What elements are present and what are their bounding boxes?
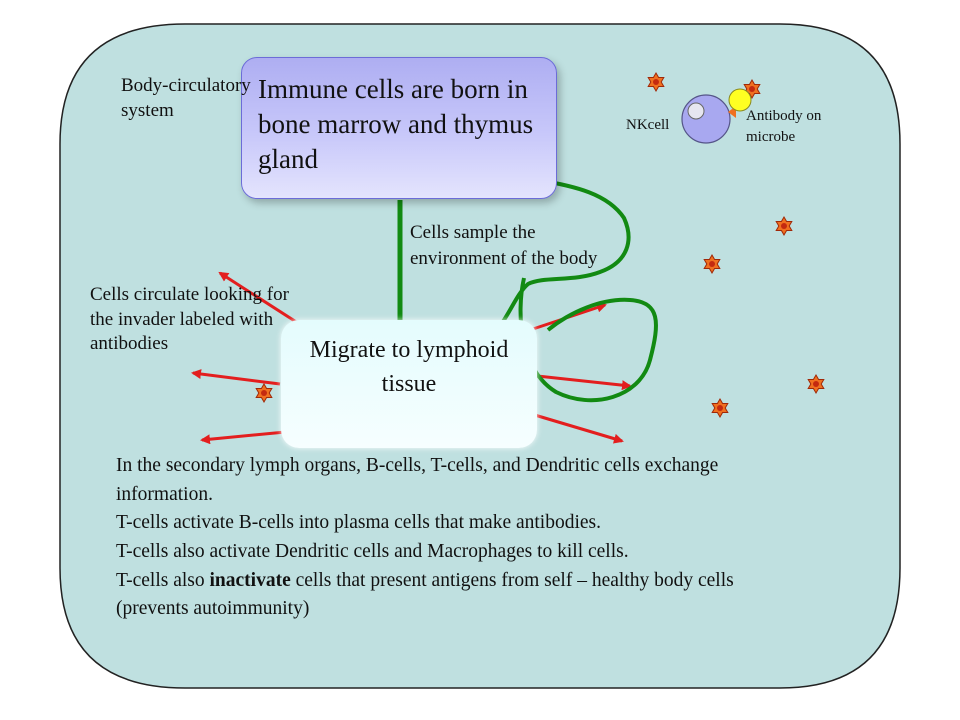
red-arrow [527,373,632,391]
nk-cell-icon [681,94,731,144]
body-system-label: Body-circulatory system [121,75,251,121]
secondary-line-4: T-cells also inactivate cells that prese… [116,567,806,624]
microbes [255,72,825,418]
inactivate-word: inactivate [209,569,291,591]
microbe-icon [703,254,721,274]
microbe-icon [647,72,665,92]
nkcell-label: NKcell [626,117,670,133]
bone-marrow-box: Immune cells are born in bone marrow and… [241,57,557,199]
secondary-lymph-text: In the secondary lymph organs, B-cells, … [116,452,836,624]
microbe-icon [807,374,825,394]
secondary-line-4-prefix: T-cells also [116,569,210,591]
antibody-label: Antibody on microbe [746,108,822,145]
microbe-icon [255,383,273,403]
microbe-icon [711,398,729,418]
red-arrow [527,411,624,444]
lymphoid-tissue-box: Migrate to lymphoid tissue [281,320,537,448]
microbe-icon [775,216,793,236]
bone-marrow-text: Immune cells are born in bone marrow and… [258,74,534,175]
secondary-line-4-suffix: cells that present antigens from self – … [116,569,734,620]
red-arrow [191,369,281,386]
cells-sample-label: Cells sample the environment of the body [410,222,598,269]
secondary-line-3: T-cells also activate Dendritic cells an… [116,540,629,562]
secondary-line-2: T-cells activate B-cells into plasma cel… [116,512,602,534]
antibody-icon [728,88,752,118]
secondary-line-1: In the secondary lymph organs, B-cells, … [116,455,719,505]
red-arrow [200,429,297,445]
cells-circulate-label: Cells circulate looking for the invader … [90,284,289,355]
lymphoid-tissue-text: Migrate to lymphoid tissue [309,337,509,397]
